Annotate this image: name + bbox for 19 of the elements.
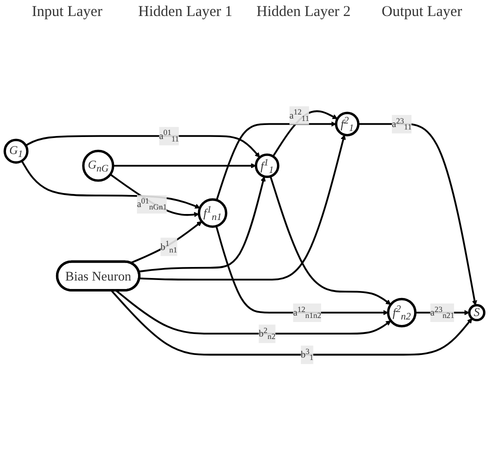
arrow bbox=[138, 176, 266, 272]
node-circle: G$_{nG}$ bbox=[82, 150, 114, 182]
arrow bbox=[25, 135, 260, 158]
arrow bbox=[216, 121, 336, 200]
arrow bbox=[272, 110, 338, 157]
arrow bbox=[116, 290, 392, 335]
arrow bbox=[130, 221, 202, 264]
arrow bbox=[358, 123, 478, 306]
arrow bbox=[139, 134, 346, 281]
node-circle: G$_{1}$ bbox=[4, 138, 29, 164]
layer-heading: Input Layer bbox=[30, 4, 104, 21]
layer-heading: Hidden Layer 1 bbox=[137, 4, 234, 21]
arrow bbox=[270, 176, 392, 305]
node-circle: S bbox=[468, 304, 486, 322]
layer-heading: Output Layer bbox=[380, 4, 464, 21]
arrow bbox=[110, 290, 472, 356]
arrow bbox=[113, 163, 256, 168]
layer-heading: Hidden Layer 2 bbox=[256, 4, 352, 21]
arrow bbox=[110, 174, 200, 218]
